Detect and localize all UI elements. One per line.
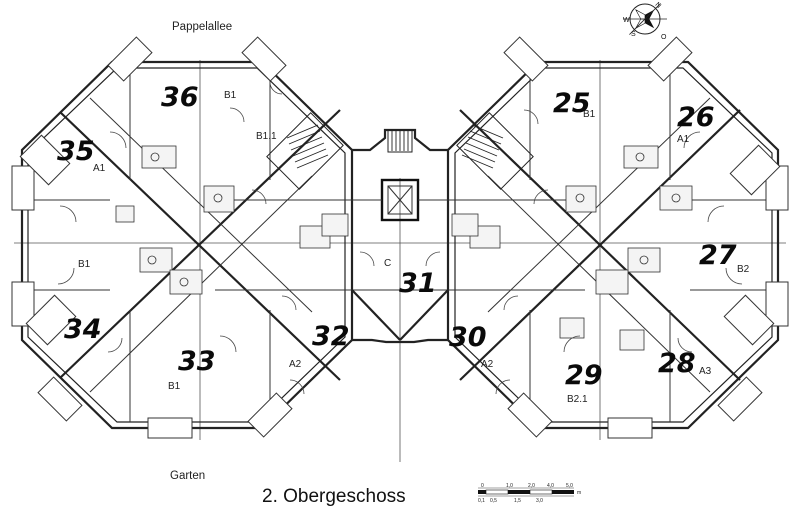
type-labels: B1 B1.1 A1 B1 A1 B2 B1 B1 A2 C A2 B2.1 A…: [78, 90, 750, 405]
right-wing: [446, 36, 789, 439]
compass-icon: N W S O: [623, 1, 667, 41]
compass-n: N: [653, 1, 662, 10]
bathrooms-left: [115, 145, 331, 295]
scale-unit: m: [577, 490, 581, 496]
left-wing: [11, 36, 354, 439]
unit-number-28: 28: [658, 348, 696, 379]
scale-tick-bottom-3: 3,0: [536, 498, 543, 504]
type-label-31: C: [384, 258, 391, 269]
scale-tick-top-2: 2,0: [528, 483, 535, 489]
central-core: [321, 128, 479, 344]
type-label-35: A1: [93, 163, 106, 174]
floor-title: 2. Obergeschoss: [262, 486, 406, 507]
compass-w: W: [623, 17, 630, 24]
stair-left: [266, 112, 344, 190]
scale-tick-bottom-2: 1,5: [514, 498, 521, 504]
type-label-26: A1: [677, 134, 690, 145]
doors-left: [57, 81, 305, 395]
unit-number-33: 33: [178, 346, 216, 377]
type-label-29: B2.1: [567, 394, 588, 405]
stair-right: [456, 112, 534, 190]
type-label-30: A2: [481, 359, 494, 370]
type-label-32: A2: [289, 359, 302, 370]
type-label-25: B1: [583, 109, 596, 120]
scale-tick-top-0: 0: [481, 483, 484, 489]
unit-number-27: 27: [699, 240, 737, 271]
bathrooms-right: [469, 145, 693, 351]
scale-tick-bottom-0: 0,1: [478, 498, 485, 504]
unit-number-30: 30: [449, 322, 487, 353]
unit-number-32: 32: [312, 321, 350, 352]
type-label-27: B2: [737, 264, 750, 275]
compass-o: O: [661, 34, 667, 41]
unit-number-31: 31: [399, 268, 437, 299]
unit-number-35: 35: [57, 136, 95, 167]
doors-right: [495, 109, 743, 395]
unit-number-36: 36: [161, 82, 199, 113]
scale-tick-top-1: 1,0: [506, 483, 513, 489]
street-label-bottom: Garten: [170, 470, 205, 482]
scale-tick-top-3: 4,0: [547, 483, 554, 489]
unit-number-26: 26: [677, 102, 715, 133]
type-label-28: A3: [699, 366, 712, 377]
compass-s: S: [631, 31, 636, 38]
axis-lines: [14, 60, 786, 462]
scale-tick-top-4: 5,0: [566, 483, 573, 489]
scale-tick-bottom-1: 0,5: [490, 498, 497, 504]
type-label-36: B1: [224, 90, 237, 101]
type-label-b1-1: B1.1: [256, 131, 277, 142]
street-label-top: Pappelallee: [172, 21, 232, 33]
type-label-33: B1: [168, 381, 181, 392]
scale-bar: 0 1,0 2,0 4,0 5,0 m 0,1 0,5 1,5 3,0: [478, 483, 581, 504]
unit-number-29: 29: [565, 360, 603, 391]
unit-numbers: 36 35 25 26 27 34 33 32 31 30 29 28: [57, 82, 737, 391]
unit-number-34: 34: [64, 314, 102, 345]
unit-number-25: 25: [553, 88, 591, 119]
type-label-34: B1: [78, 259, 91, 270]
